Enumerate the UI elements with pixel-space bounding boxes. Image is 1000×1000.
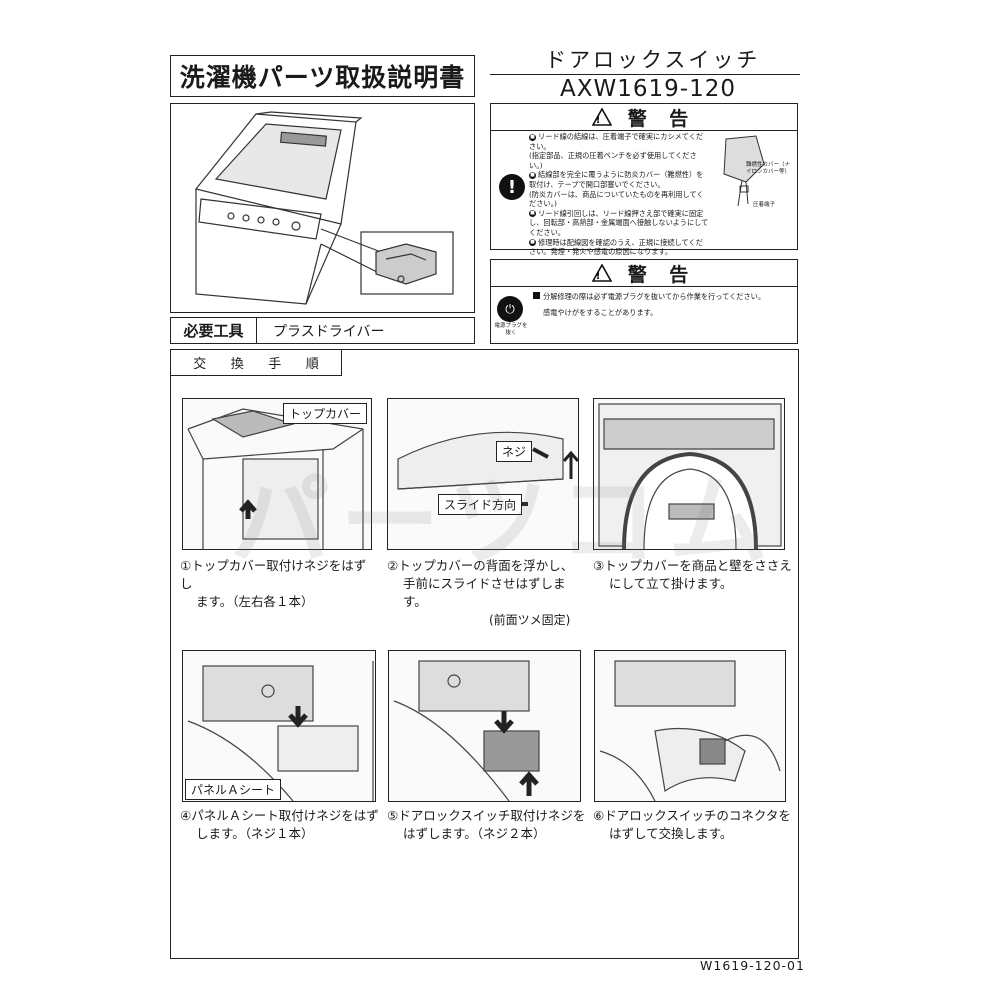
callout-slide-direction: スライド方向	[438, 494, 523, 515]
arrow-up-icon	[519, 771, 539, 796]
bullet-icon: ■	[529, 171, 536, 179]
warning-box-wiring: ! 警 告 ! ■リード線の結線は、圧着端子で確実にカシメてください。 (指定部…	[490, 103, 798, 256]
arrow-down-icon	[494, 711, 514, 734]
step3-photo	[593, 398, 785, 550]
exclamation-icon: !	[499, 174, 525, 200]
required-tools: 必要工具 プラスドライバー	[170, 317, 475, 344]
step2-caption: ②トップカバーの背面を浮かし、 手前にスライドさせはずします。 (前面ツメ固定)	[387, 558, 574, 627]
step5-caption: ⑤ドアロックスイッチ取付けネジを はずします。（ネジ２本）	[387, 808, 586, 841]
callout-top-cover: トップカバー	[283, 403, 368, 424]
svg-text:!: !	[595, 271, 608, 282]
part-number: AXW1619-120	[560, 76, 736, 102]
arrow-up-icon	[239, 499, 257, 519]
step1-photo: トップカバー	[182, 398, 372, 550]
step1-caption: ①トップカバー取付けネジをはずし ます。（左右各１本）	[180, 558, 367, 609]
step4-caption: ④パネルＡシート取付けネジをはず します。（ネジ１本）	[180, 808, 379, 841]
warning-heading: ! 警 告	[491, 104, 797, 131]
unplug-icon-caption: 電源プラグを抜く	[494, 323, 528, 336]
arrow-left-icon	[532, 447, 549, 459]
document-title: 洗濯機パーツ取扱説明書	[170, 55, 475, 97]
step5-photo	[388, 650, 581, 802]
warning-triangle-icon: !	[591, 108, 612, 126]
unplug-icon: ⏻	[497, 296, 523, 322]
part-name: ドアロックスイッチ	[545, 48, 761, 72]
callout-screw: ネジ	[496, 441, 533, 462]
callout-panel-a-sheet: パネルＡシート	[185, 779, 282, 800]
warning-triangle-icon: !	[591, 264, 612, 282]
document-code: W1619-120-01	[700, 958, 805, 973]
bullet-icon: ■	[529, 133, 536, 141]
step6-photo	[594, 650, 786, 802]
warning-heading: ! 警 告	[491, 260, 797, 287]
warning1-text: ■リード線の結線は、圧着端子で確実にカシメてください。 (指定部品、正規の圧着ペ…	[529, 132, 709, 257]
warning-box-power: ! 警 告 ⏻ 電源プラグを抜く 分解修理の際は必ず電源プラグを抜いてから作業を…	[490, 259, 798, 344]
title-divider	[490, 74, 800, 75]
step2-photo: ネジ スライド方向	[387, 398, 579, 550]
tools-label: 必要工具	[171, 318, 257, 343]
step3-caption: ③トップカバーを商品と壁をささえ にして立て掛けます。	[593, 558, 792, 591]
arrow-down-icon	[288, 706, 308, 728]
arrow-up-icon	[562, 450, 578, 479]
flame-cover-label: 難燃性カバー（ナイロンカバー等）	[746, 162, 791, 175]
bullet-icon: ■	[529, 239, 536, 247]
procedure-section	[170, 349, 799, 959]
step6-caption: ⑥ドアロックスイッチのコネクタを はずして交換します。	[593, 808, 791, 841]
bullet-icon: ■	[529, 210, 536, 218]
tools-value: プラスドライバー	[273, 323, 385, 340]
bullet-icon	[533, 292, 540, 299]
warning2-text: 分解修理の際は必ず電源プラグを抜いてから作業を行ってください。 感電やけがをする…	[533, 292, 793, 318]
step4-photo: パネルＡシート	[182, 650, 376, 802]
flame-cover-illustration	[716, 134, 791, 219]
crimp-terminal-label: 圧着端子	[753, 202, 776, 208]
washing-machine-illustration	[170, 103, 475, 313]
procedure-tab: 交 換 手 順	[170, 349, 342, 376]
svg-text:!: !	[595, 115, 608, 126]
